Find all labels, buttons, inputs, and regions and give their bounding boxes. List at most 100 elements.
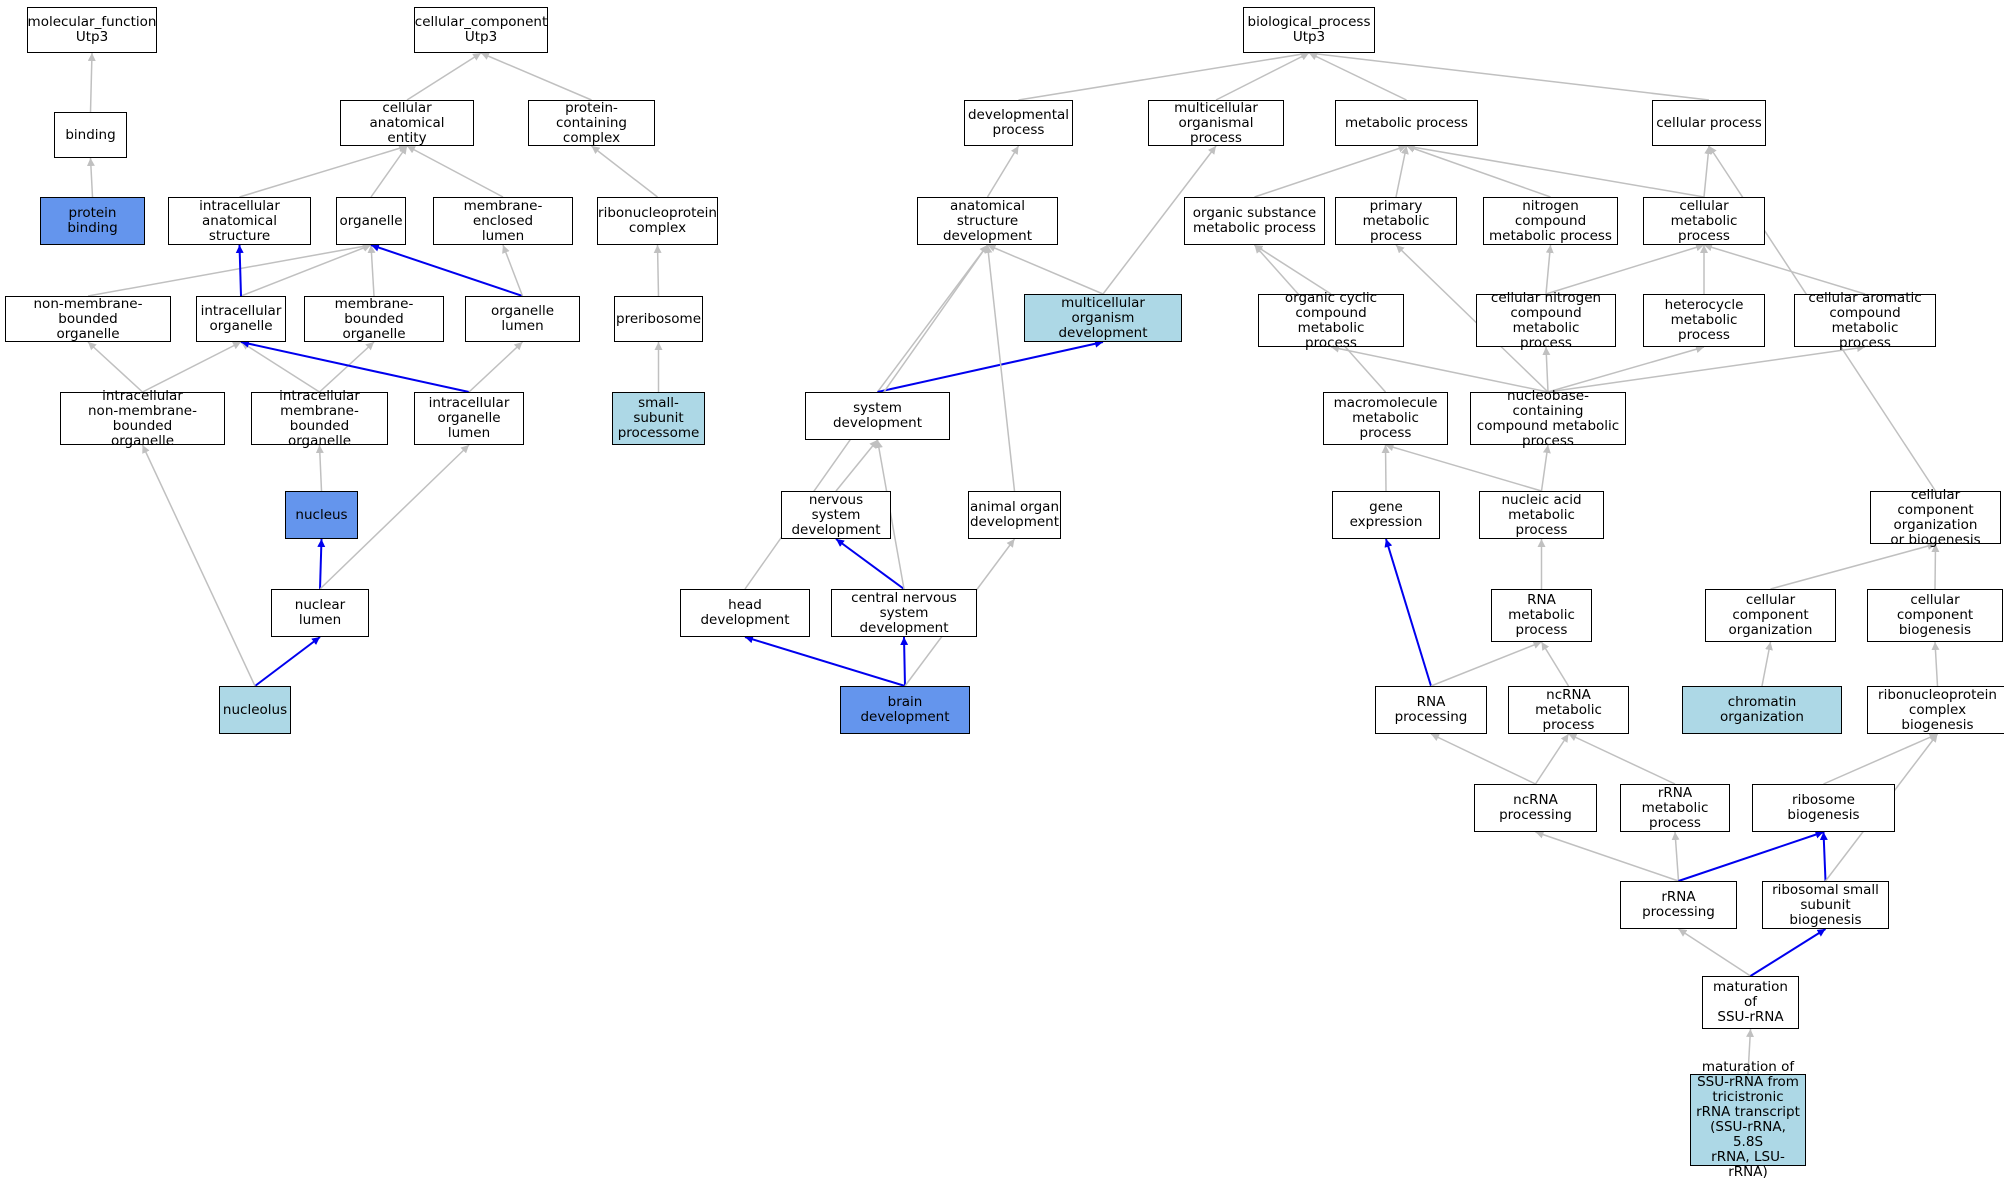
go-term-node-hmp[interactable]: heterocycle metabolic process — [1643, 294, 1765, 347]
edge-ccb-to-ccob — [1931, 543, 1940, 590]
go-term-node-rssb[interactable]: ribosomal small subunit biogenesis — [1762, 881, 1889, 929]
go-term-node-bp[interactable]: biological_process Utp3 — [1243, 7, 1375, 53]
go-term-node-pmp[interactable]: primary metabolic process — [1335, 197, 1457, 245]
go-term-node-preribosome[interactable]: preribosome — [614, 296, 703, 342]
go-term-node-nbcmp[interactable]: nucleobase-containing compound metabolic… — [1470, 388, 1626, 448]
go-term-node-cnsd[interactable]: central nervous system development — [831, 589, 977, 637]
edge-sd-to-asd — [876, 244, 989, 393]
go-term-node-metp[interactable]: metabolic process — [1335, 100, 1478, 146]
go-term-node-pcc[interactable]: protein-containing complex — [528, 100, 655, 146]
edge-namp-to-mmp — [1385, 443, 1542, 492]
go-term-node-bd[interactable]: brain development — [840, 686, 970, 734]
go-term-node-inmbo[interactable]: intracellular non-membrane-bounded organ… — [60, 388, 225, 448]
go-term-node-cc[interactable]: cellular_component Utp3 — [414, 7, 548, 53]
go-term-node-occmp[interactable]: organic cyclic compound metabolic proces… — [1258, 290, 1404, 350]
go-term-node-asd[interactable]: anatomical structure development — [917, 197, 1058, 245]
go-term-node-nucleus[interactable]: nucleus — [285, 491, 358, 539]
go-term-node-ol[interactable]: organelle lumen — [465, 296, 580, 342]
edge-pmp-to-metp — [1395, 145, 1409, 198]
go-term-node-rnamp[interactable]: RNA metabolic process — [1491, 589, 1592, 642]
go-term-node-mbo[interactable]: membrane-bounded organelle — [304, 296, 444, 342]
edge-rb-to-rnpcb — [1823, 733, 1938, 785]
edge-nsd-to-sd — [835, 439, 879, 492]
go-term-node-ncrnap[interactable]: ncRNA processing — [1474, 784, 1597, 832]
edge-mop-to-bp — [1215, 52, 1310, 101]
edge-imbo-to-mbo — [318, 341, 375, 393]
go-term-node-rrnap[interactable]: rRNA processing — [1620, 881, 1737, 929]
go-term-node-mop[interactable]: multicellular organismal process — [1148, 100, 1284, 146]
go-term-node-ccob[interactable]: cellular component organization or bioge… — [1870, 487, 2001, 547]
go-term-node-namp[interactable]: nucleic acid metabolic process — [1479, 491, 1604, 539]
edge-inmbo-to-io — [142, 341, 242, 393]
go-term-node-ias[interactable]: intracellular anatomical structure — [168, 197, 311, 245]
edge-asd-to-devp — [986, 145, 1020, 198]
go-term-node-rb[interactable]: ribosome biogenesis — [1752, 784, 1895, 832]
go-term-node-cmp[interactable]: cellular metabolic process — [1643, 197, 1765, 245]
go-term-node-mmp[interactable]: macromolecule metabolic process — [1323, 392, 1448, 445]
edge-cmp-to-cp — [1703, 145, 1713, 198]
edge-ncrnamp-to-rnamp — [1540, 641, 1570, 687]
go-term-node-nsd[interactable]: nervous system development — [781, 491, 891, 539]
edge-nl-to-nucleus — [317, 538, 326, 590]
go-term-node-binding[interactable]: binding — [54, 112, 127, 158]
go-term-node-nmbo[interactable]: non-membrane-bounded organelle — [5, 296, 171, 342]
edge-occmp-to-osmp — [1254, 244, 1332, 295]
go-term-node-cncmp[interactable]: cellular nitrogen compound metabolic pro… — [1476, 290, 1616, 350]
edge-io-to-ias — [235, 244, 244, 297]
edge-ge-to-mmp — [1381, 444, 1390, 492]
edge-pcc-to-cc — [480, 52, 592, 101]
go-term-node-nucleolus[interactable]: nucleolus — [219, 686, 291, 734]
go-term-node-protein-binding[interactable]: protein binding — [40, 197, 145, 245]
edge-namp-to-nbcmp — [1540, 444, 1551, 492]
edge-mel-to-cae — [406, 145, 504, 198]
go-term-node-rrnamp[interactable]: rRNA metabolic process — [1620, 784, 1730, 832]
edge-rssb-to-rb — [1819, 831, 1828, 882]
edge-cae-to-cc — [406, 52, 482, 101]
go-term-node-mssu[interactable]: maturation of SSU-rRNA — [1702, 976, 1799, 1029]
go-term-node-aod[interactable]: animal organ development — [968, 491, 1061, 539]
go-term-node-ccb[interactable]: cellular component biogenesis — [1867, 589, 2003, 642]
go-term-node-ncmp[interactable]: nitrogen compound metabolic process — [1483, 197, 1618, 245]
edge-inmbo-to-nmbo — [87, 341, 144, 393]
edge-nucleolus-to-nl — [254, 636, 321, 687]
edge-devp-to-bp — [1018, 50, 1310, 101]
go-term-node-co[interactable]: chromatin organization — [1682, 686, 1842, 734]
go-term-node-iol[interactable]: intracellular organelle lumen — [414, 392, 524, 445]
go-term-node-mssut[interactable]: maturation of SSU-rRNA from tricistronic… — [1690, 1060, 1806, 1180]
edge-metp-to-bp — [1308, 52, 1407, 101]
edge-nmbo-to-organelle — [87, 242, 372, 297]
go-term-node-sd[interactable]: system development — [805, 392, 950, 440]
edge-rnp-to-pcc — [591, 145, 658, 198]
edge-iol-to-ol — [468, 341, 524, 393]
go-term-node-imbo[interactable]: intracellular membrane-bounded organelle — [251, 388, 388, 448]
edge-bd-to-hd — [744, 635, 906, 687]
go-term-node-cacmp[interactable]: cellular aromatic compound metabolic pro… — [1794, 290, 1936, 350]
go-term-node-ssup[interactable]: small-subunit processome — [612, 392, 705, 445]
go-term-node-mod[interactable]: multicellular organism development — [1024, 294, 1182, 342]
go-term-node-cco[interactable]: cellular component organization — [1705, 589, 1836, 642]
edge-cp-to-bp — [1308, 49, 1710, 101]
edge-mssut-to-mssu — [1746, 1028, 1755, 1075]
go-term-node-cae[interactable]: cellular anatomical entity — [340, 100, 474, 146]
edge-nucleolus-to-inmbo — [141, 444, 256, 687]
edge-cncmp-to-ncmp — [1545, 244, 1554, 295]
edge-mssu-to-rrnap — [1678, 928, 1751, 977]
go-term-node-ncrnamp[interactable]: ncRNA metabolic process — [1508, 686, 1629, 734]
go-term-node-cp[interactable]: cellular process — [1652, 100, 1766, 146]
go-term-node-rnp[interactable]: ribonucleoprotein complex — [597, 197, 718, 245]
go-term-node-osmp[interactable]: organic substance metabolic process — [1184, 197, 1325, 245]
go-term-node-mel[interactable]: membrane-enclosed lumen — [433, 197, 573, 245]
go-term-node-mf[interactable]: molecular_function Utp3 — [27, 7, 157, 53]
go-term-node-organelle[interactable]: organelle — [336, 197, 406, 245]
go-term-node-ge[interactable]: gene expression — [1332, 491, 1440, 539]
edge-aod-to-asd — [984, 244, 1016, 492]
go-term-node-rnpcb[interactable]: ribonucleoprotein complex biogenesis — [1867, 686, 2004, 734]
go-term-node-devp[interactable]: developmental process — [964, 100, 1073, 146]
go-term-node-hd[interactable]: head development — [680, 589, 810, 637]
edge-rnpcb-to-ccb — [1931, 641, 1940, 687]
go-term-node-rnap[interactable]: RNA processing — [1375, 686, 1487, 734]
go-term-node-nl[interactable]: nuclear lumen — [271, 589, 369, 637]
edge-rrnap-to-rrnamp — [1671, 831, 1680, 882]
go-term-node-io[interactable]: intracellular organelle — [196, 296, 286, 342]
